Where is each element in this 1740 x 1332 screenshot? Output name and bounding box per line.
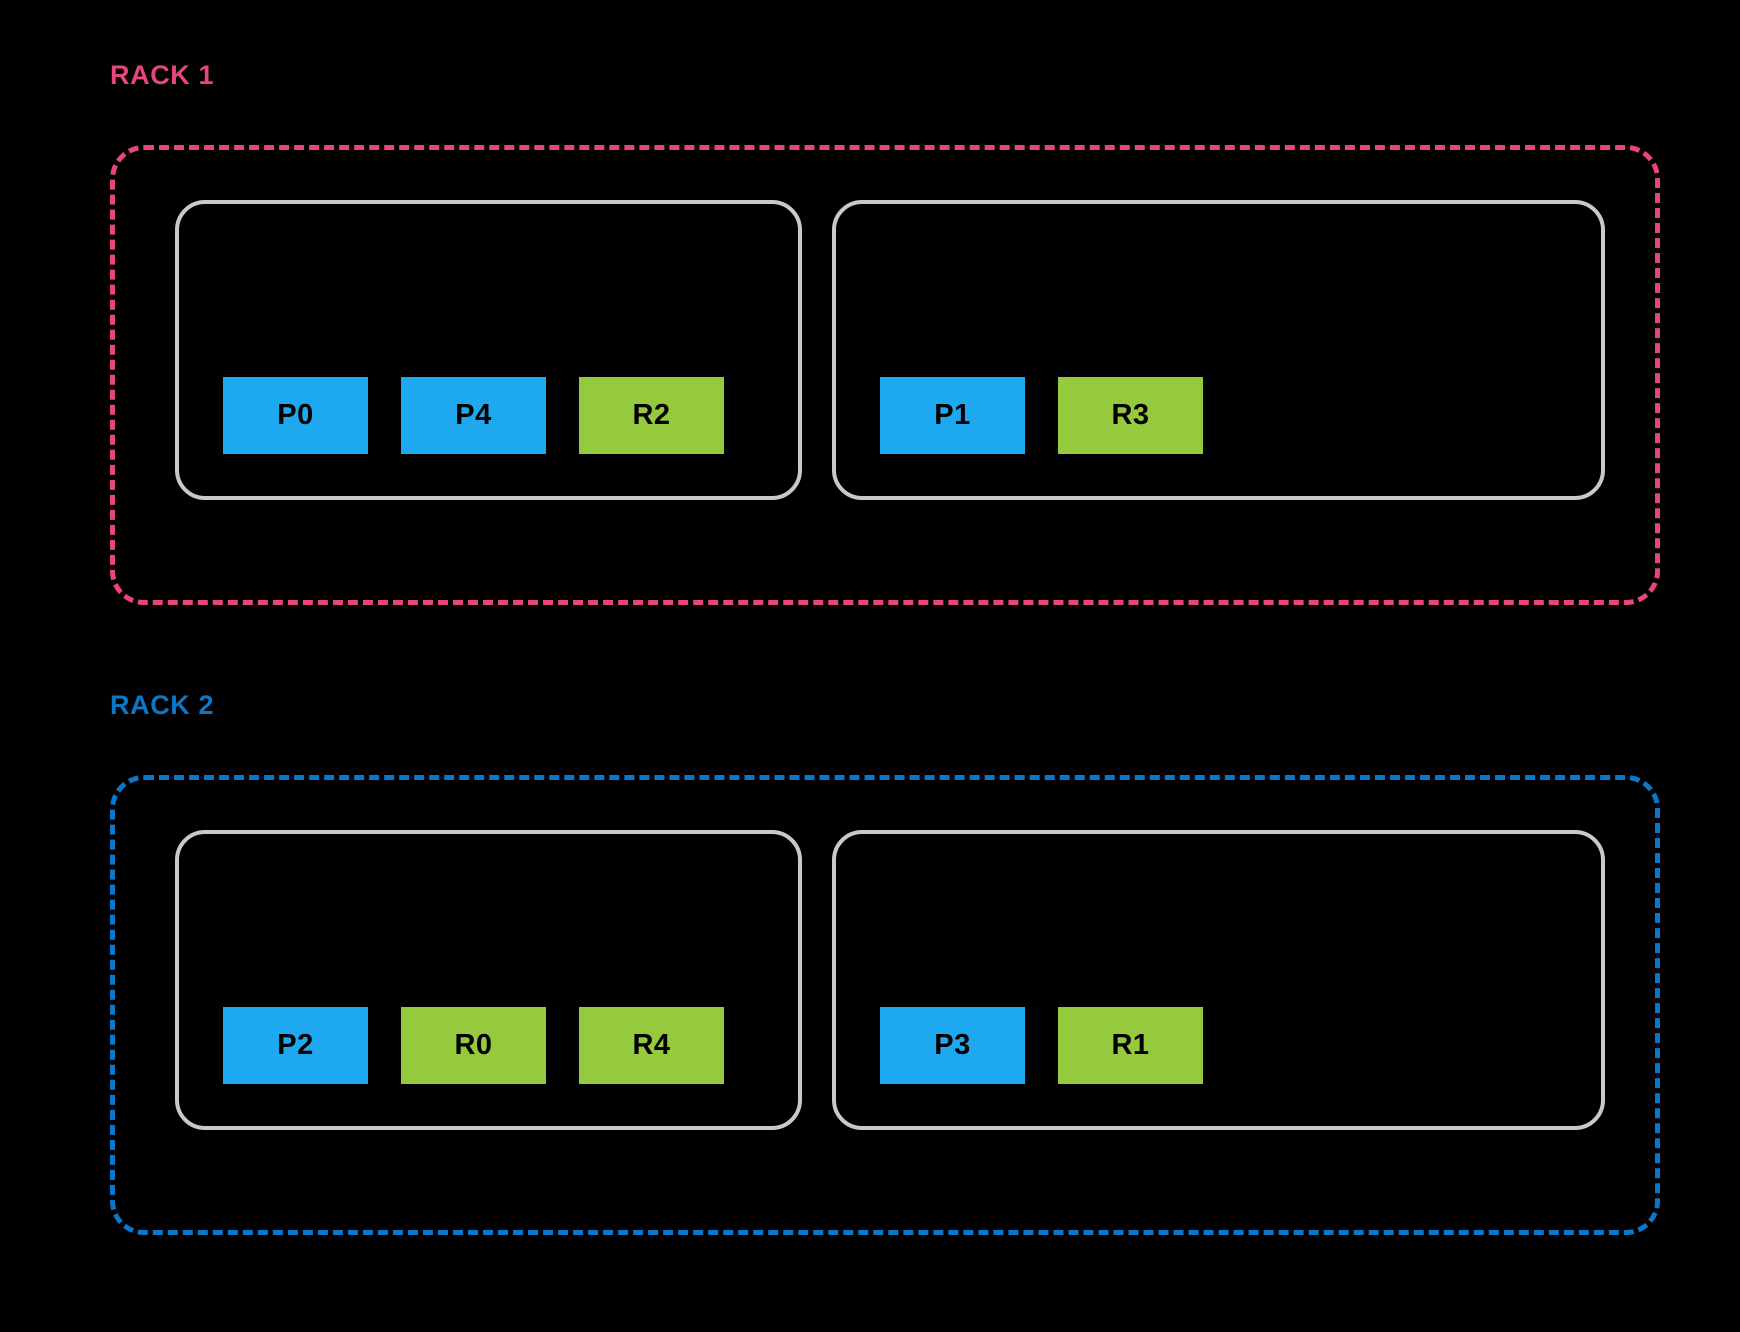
chip-p0[interactable]: P0	[223, 377, 368, 454]
chip-r1[interactable]: R1	[1058, 1007, 1203, 1084]
rack-2-node-1-chips: P2 R0 R4	[223, 1007, 724, 1084]
rack-1-node-2-chips: P1 R3	[880, 377, 1203, 454]
rack-1-nodes-row: P0 P4 R2 P1 R3	[175, 200, 1605, 500]
rack-1-node-1-chips: P0 P4 R2	[223, 377, 724, 454]
chip-r3[interactable]: R3	[1058, 377, 1203, 454]
chip-r4[interactable]: R4	[579, 1007, 724, 1084]
rack-1-label: RACK 1	[110, 60, 215, 90]
chip-r2[interactable]: R2	[579, 377, 724, 454]
chip-p4[interactable]: P4	[401, 377, 546, 454]
rack-1-boundary: P0 P4 R2 P1 R3	[110, 145, 1660, 605]
rack-2-node-2-chips: P3 R1	[880, 1007, 1203, 1084]
chip-r0[interactable]: R0	[401, 1007, 546, 1084]
rack-2-node-2[interactable]: P3 R1	[832, 830, 1605, 1130]
rack-2-label: RACK 2	[110, 690, 215, 720]
chip-p3[interactable]: P3	[880, 1007, 1025, 1084]
rack-2-boundary: P2 R0 R4 P3 R1	[110, 775, 1660, 1235]
rack-group-1: RACK 1 P0 P4 R2 P1 R3	[110, 62, 1660, 605]
rack-group-2: RACK 2 P2 R0 R4 P3 R1	[110, 692, 1660, 1235]
rack-1-node-2[interactable]: P1 R3	[832, 200, 1605, 500]
chip-p1[interactable]: P1	[880, 377, 1025, 454]
rack-2-nodes-row: P2 R0 R4 P3 R1	[175, 830, 1605, 1130]
chip-p2[interactable]: P2	[223, 1007, 368, 1084]
rack-1-node-1[interactable]: P0 P4 R2	[175, 200, 802, 500]
rack-2-node-1[interactable]: P2 R0 R4	[175, 830, 802, 1130]
